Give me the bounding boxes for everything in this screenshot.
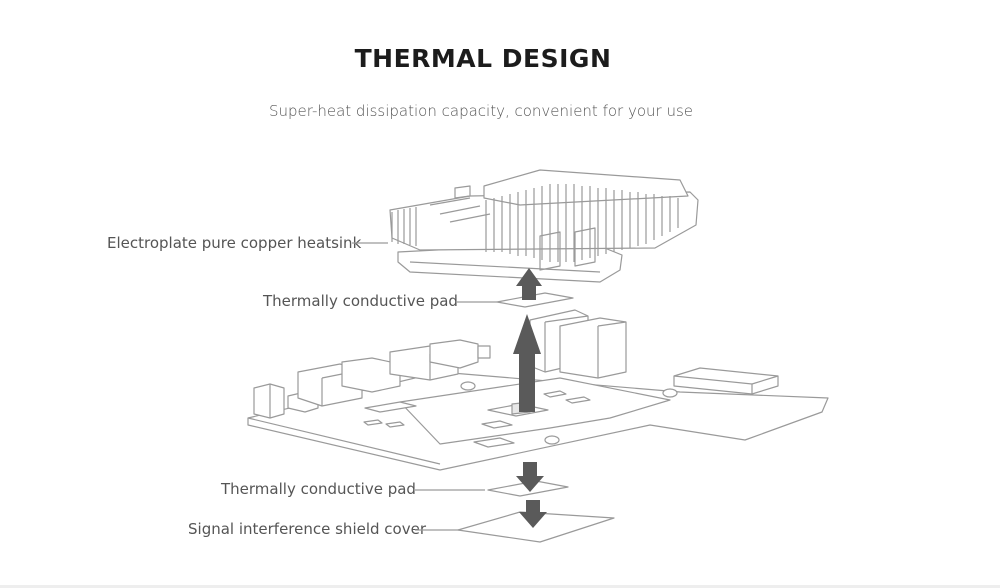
shield-cover (457, 511, 615, 543)
arrow-down-upper (516, 462, 544, 492)
pcb-board (247, 309, 829, 471)
label-thermal-pad-bottom: Thermally conductive pad (221, 480, 416, 498)
arrow-down-lower (519, 500, 547, 528)
bottom-divider (0, 585, 1000, 588)
heatsink (389, 169, 699, 283)
label-thermal-pad-top: Thermally conductive pad (263, 292, 458, 310)
heat-flow-arrows (513, 268, 547, 528)
page-subtitle: Super-heat dissipation capacity, conveni… (268, 102, 694, 120)
arrow-up-large (513, 314, 541, 412)
leader-lines (352, 242, 497, 531)
label-shield-cover: Signal interference shield cover (188, 520, 426, 538)
page-title: THERMAL DESIGN (354, 44, 612, 73)
label-heatsink: Electroplate pure copper heatsink (107, 234, 362, 252)
arrow-up-small (516, 268, 542, 300)
